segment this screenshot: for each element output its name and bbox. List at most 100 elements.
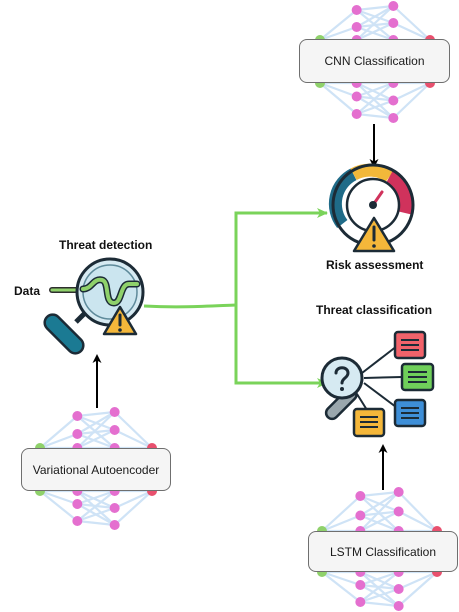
arrow-detection-branch [143,208,328,388]
network-edge [77,410,115,418]
network-edge [39,489,78,506]
network-node [388,95,399,106]
network-node [109,425,120,435]
network-edge [76,490,116,526]
network-node [355,510,366,521]
variational-autoencoder-box: Variational Autoencoder [21,448,171,491]
network-edge [77,519,115,527]
network-node [351,22,362,32]
neural-network-icon-lstm-bottom [317,567,442,611]
network-edge [114,489,153,510]
network-node [109,503,120,513]
threat-classification-label: Threat classification [316,303,433,317]
network-edge [76,411,116,435]
network-edge [355,5,395,41]
network-node [393,506,404,517]
network-edge [392,82,431,119]
network-edge [356,25,394,42]
network-edge [113,490,153,526]
network-edge [359,587,400,604]
network-edge [397,571,438,607]
network-edge [356,99,394,116]
network-edge [359,571,400,603]
network-edge [321,570,361,587]
network-node [351,109,362,119]
warning-icon [102,305,138,336]
gauge-icon [328,163,415,247]
threat-detection-label: Threat detection [59,238,153,252]
network-node [393,601,404,611]
network-edge [360,510,399,517]
network-edge [355,82,395,119]
network-node [72,499,83,509]
network-edge [355,82,395,115]
network-edge [319,25,358,42]
network-edge [76,432,116,450]
cnn-classification-label: CNN Classification [324,54,425,68]
network-edge [356,81,394,98]
network-edge [356,82,394,102]
network-edge [76,489,116,506]
magnifier-icon [43,257,145,355]
neural-network-icon-cnn-bottom [315,78,435,123]
neural-network-icon-lstm-top [317,487,442,536]
network-edge [356,112,394,120]
network-edge [392,82,431,102]
network-node [355,580,366,590]
network-edge [359,571,400,607]
data-label: Data [14,284,41,298]
network-edge [113,411,153,449]
network-node [109,520,120,530]
warning-icon-risk [352,216,396,253]
risk-assessment-label: Risk assessment [326,258,424,272]
network-edge [319,9,358,41]
arrow-to-risk [234,208,328,305]
network-node [109,407,120,417]
network-edge [319,81,358,98]
network-edge [76,411,116,449]
question-icon [334,366,350,391]
document-icon-green [400,362,435,392]
network-edge [76,489,116,510]
document-icon-red [393,330,427,360]
threat-classification-icon [320,330,435,438]
magnifier-icon-question [320,356,364,421]
network-edge [319,82,358,115]
network-edge [356,21,394,29]
document-icon-yellow [352,407,386,438]
network-node [72,516,83,526]
network-edge [321,571,362,603]
network-node [355,491,366,501]
network-edge [321,514,361,533]
neural-network-icon-vae-bottom [35,486,157,530]
neural-network-icon-vae-top [35,407,157,453]
network-edge [321,495,362,532]
network-edge [392,22,431,41]
network-edge [398,510,438,532]
lstm-classification-label: LSTM Classification [329,544,437,559]
network-edge [360,600,399,608]
network-edge [114,429,153,449]
network-edge [392,5,431,41]
network-node [393,487,404,497]
network-edge [356,4,394,12]
network-node [72,429,83,439]
network-node [351,91,362,102]
network-edge [76,429,116,449]
network-edge [359,491,400,517]
network-edge [356,22,394,41]
network-edge [397,491,438,532]
network-edge [359,510,400,532]
network-node [351,5,362,15]
network-node [388,113,399,123]
lstm-classification-box: LSTM Classification [308,531,458,572]
network-edge [359,570,400,587]
network-edge [76,490,116,522]
network-edge [39,432,78,450]
network-edge [39,415,79,449]
network-edge [360,490,399,498]
document-icon-blue [393,398,427,428]
network-node [72,411,83,421]
network-edge [356,5,394,28]
